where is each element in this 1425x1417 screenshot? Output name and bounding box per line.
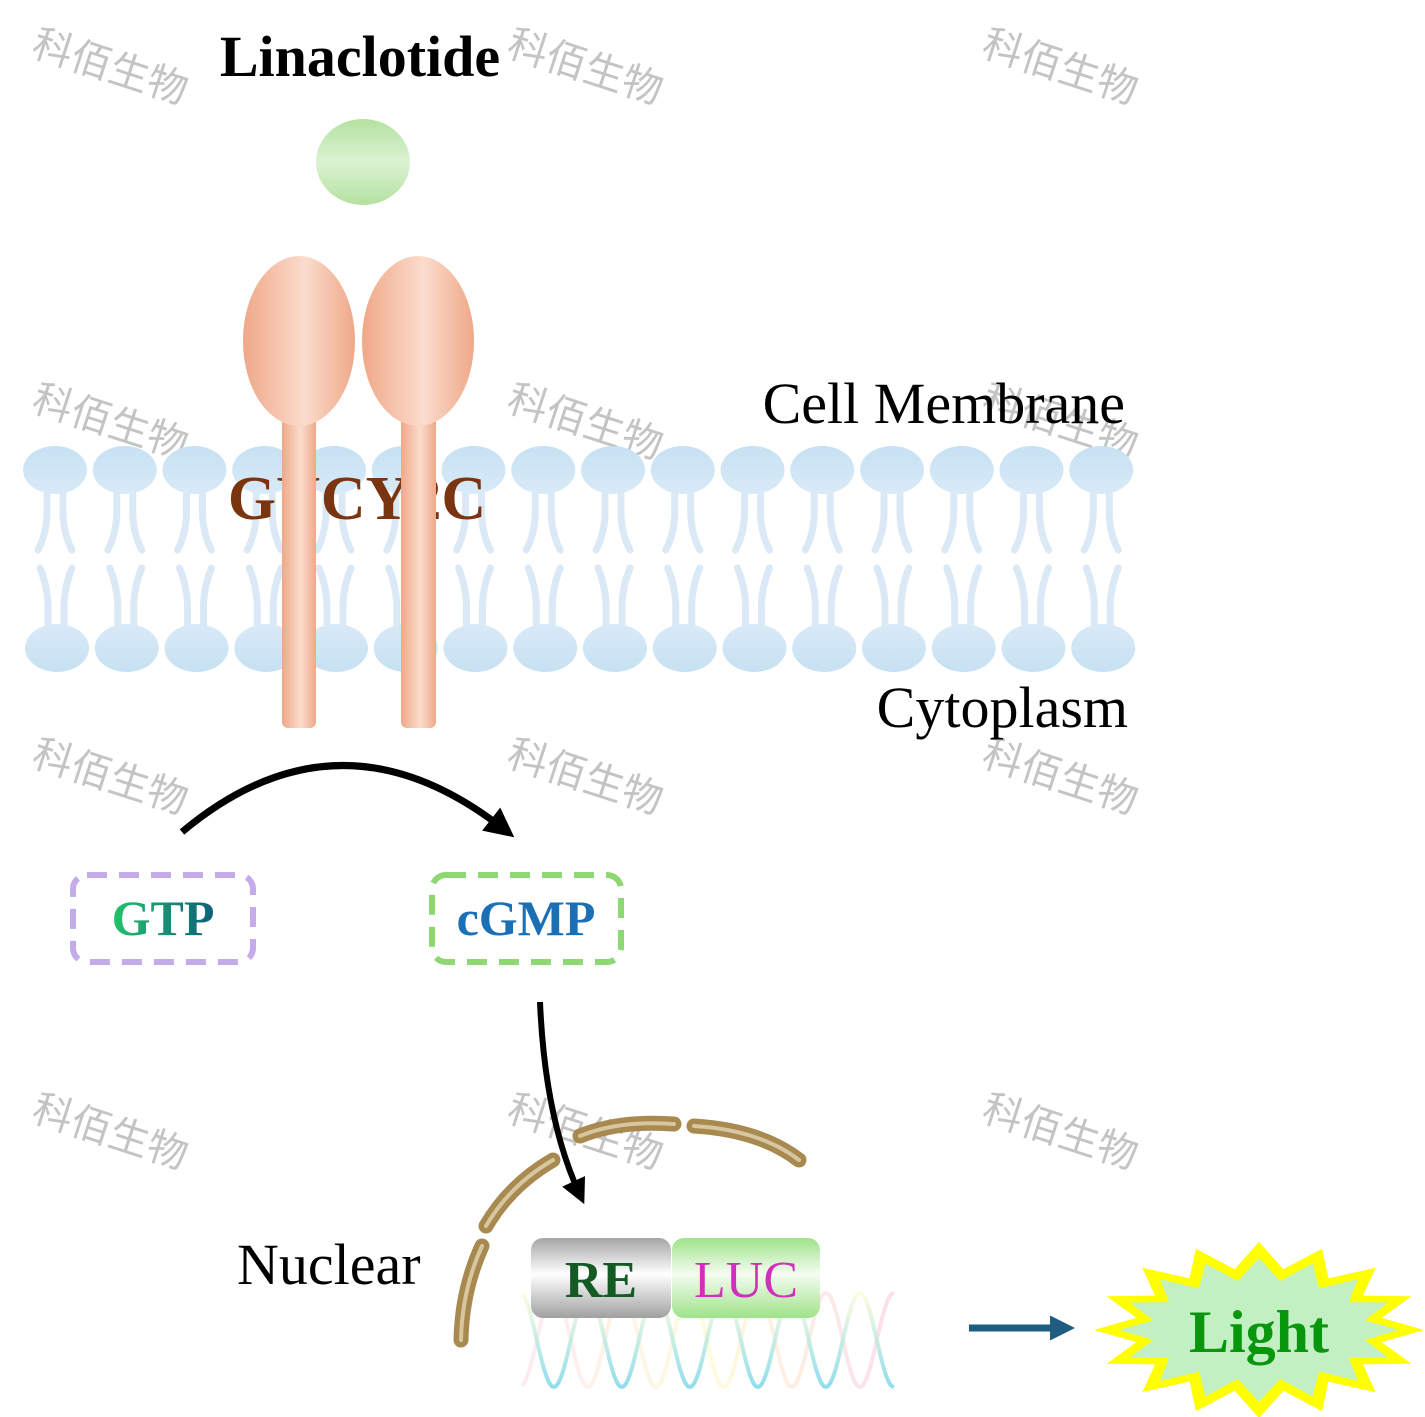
luciferase-label: LUC (694, 1252, 798, 1309)
watermark-text: 科佰生物 (977, 1086, 1143, 1179)
phospholipid-icon (511, 446, 578, 672)
watermark-text: 科佰生物 (27, 1086, 193, 1179)
cgmp-label: cGMP (457, 890, 596, 946)
phospholipid-icon (162, 446, 229, 672)
nuclear-label: Nuclear (237, 1232, 421, 1297)
phospholipid-icon (860, 446, 926, 672)
lipid-bilayer (23, 446, 1136, 672)
light-label: Light (1189, 1299, 1329, 1365)
watermark-text: 科佰生物 (977, 731, 1143, 824)
phospholipid-icon (232, 446, 299, 672)
phospholipid-icon (302, 446, 368, 672)
phospholipid-icon (650, 446, 717, 672)
response-element-label: RE (565, 1252, 637, 1309)
ligand-title: Linaclotide (220, 24, 500, 89)
conversion-arrow-icon (179, 762, 515, 838)
watermark-text: 科佰生物 (27, 21, 193, 114)
linaclotide-ligand-icon (316, 119, 410, 205)
watermark-layer: 科佰生物科佰生物科佰生物科佰生物科佰生物科佰生物科佰生物科佰生物科佰生物科佰生物… (27, 21, 1143, 1179)
phospholipid-icon (929, 446, 996, 672)
phospholipid-icon (23, 446, 89, 672)
phospholipid-icon (999, 446, 1066, 672)
receptor-label: GUCY2C (228, 465, 486, 533)
signal-arrow-icon (537, 1001, 586, 1205)
watermark-text: 科佰生物 (502, 21, 668, 114)
phospholipid-icon (790, 446, 857, 672)
phospholipid-icon (581, 446, 647, 672)
watermark-text: 科佰生物 (502, 731, 668, 824)
dna-strand (520, 1290, 895, 1390)
phospholipid-icon (1069, 446, 1136, 672)
phospholipid-icon (720, 446, 787, 672)
phospholipid-icon (441, 446, 508, 672)
gtp-label: GTP (112, 890, 215, 946)
watermark-text: 科佰生物 (977, 21, 1143, 114)
cell-membrane-label: Cell Membrane (763, 371, 1125, 436)
phospholipid-icon (92, 446, 159, 672)
nuclear-envelope-icon (453, 1115, 807, 1348)
gucy2c-receptor-icon (243, 256, 474, 728)
light-burst-icon (1094, 1242, 1424, 1417)
cgmp-box: cGMP (429, 872, 624, 965)
watermark-text: 科佰生物 (27, 731, 193, 824)
cytoplasm-label: Cytoplasm (877, 675, 1128, 740)
reporter-construct: RE LUC (531, 1238, 820, 1318)
gtp-box: GTP (70, 872, 256, 965)
